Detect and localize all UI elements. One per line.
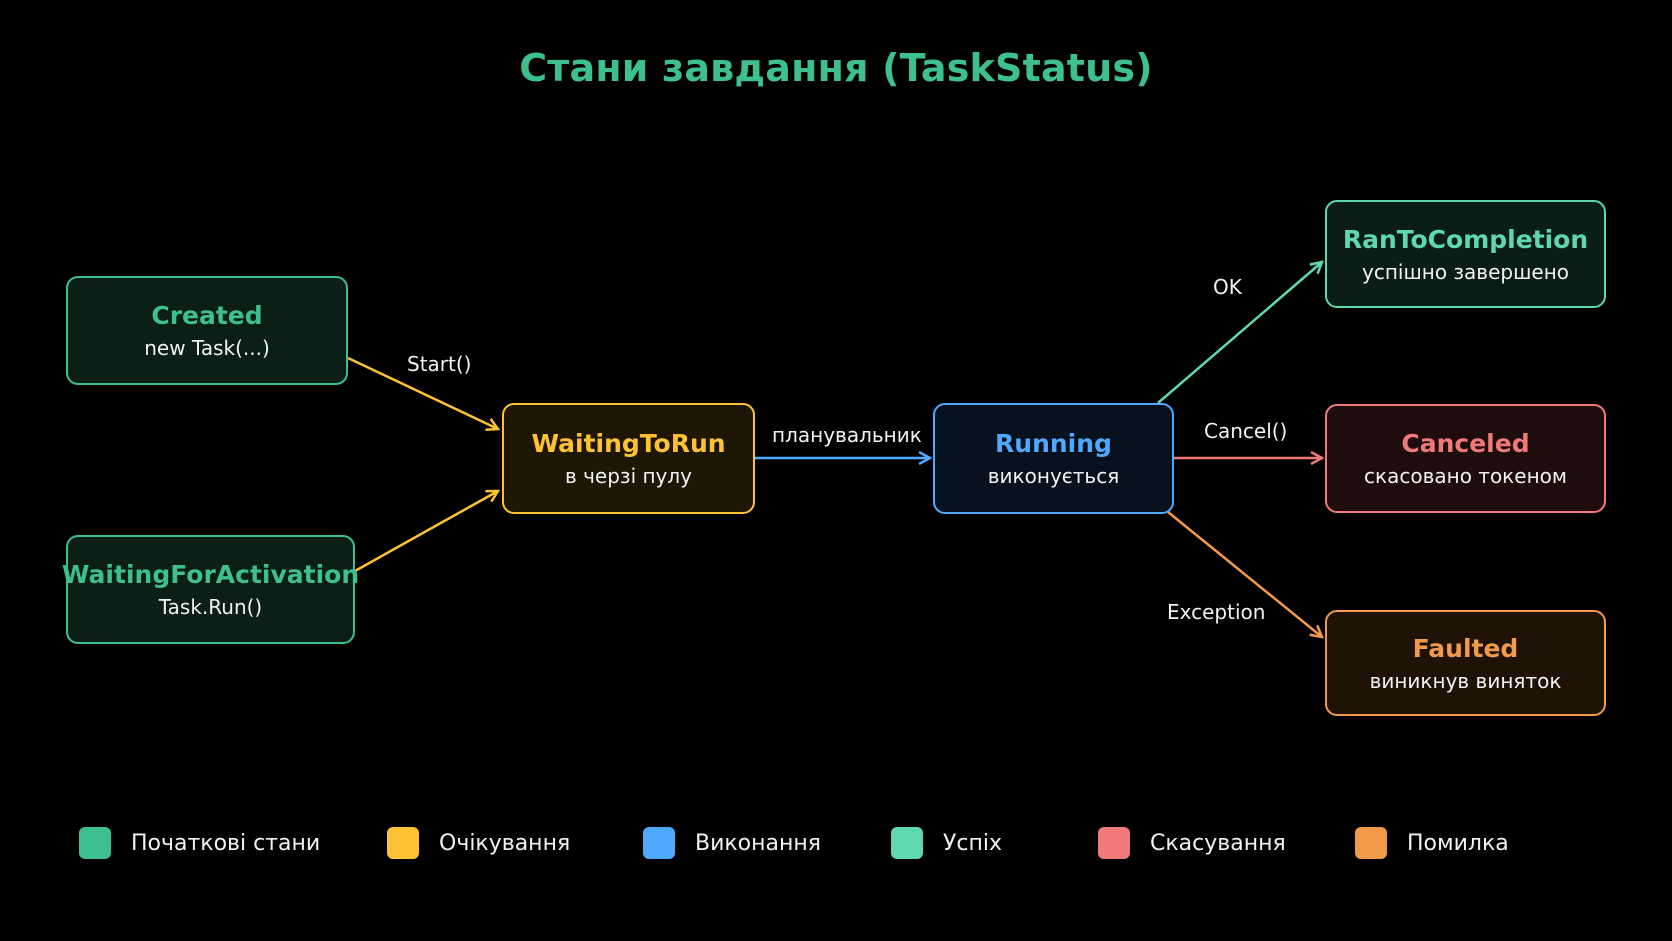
legend-item-success: Успіх [891, 823, 1002, 863]
diagram-title: Стани завдання (TaskStatus) [519, 46, 1153, 90]
arrow-running-to-faulted [1167, 511, 1322, 637]
edge-label-start: Start() [407, 352, 472, 376]
state-canceled-subtitle: скасовано токеном [1364, 464, 1567, 488]
arrow-waitingforactivation-to-waitingtorun [354, 491, 498, 573]
state-waiting-for-activation: WaitingForActivation Task.Run() [62, 535, 359, 644]
legend-item-canceled: Скасування [1098, 823, 1286, 863]
legend-swatch-success [891, 827, 923, 859]
legend-swatch-faulted [1355, 827, 1387, 859]
legend: Початкові стани Очікування Виконання Усп… [0, 823, 1672, 863]
state-faulted-title: Faulted [1412, 633, 1519, 663]
state-waiting-to-run: WaitingToRun в черзі пулу [502, 403, 755, 514]
state-created-subtitle: new Task(...) [144, 336, 270, 360]
state-faulted: Faulted виникнув виняток [1325, 610, 1606, 716]
state-created-title: Created [151, 301, 263, 330]
state-running-subtitle: виконується [987, 464, 1120, 488]
edge-label-ok: OK [1213, 275, 1242, 299]
legend-label-running: Виконання [695, 830, 822, 856]
state-created: Created new Task(...) [66, 276, 348, 385]
state-ran-to-completion-title: RanToCompletion [1342, 224, 1589, 254]
arrow-running-to-rantocompletion [1157, 262, 1322, 404]
state-waiting-to-run-subtitle: в черзі пулу [564, 464, 693, 488]
state-ran-to-completion: RanToCompletion успішно завершено [1325, 200, 1606, 308]
arrow-created-to-waitingtorun [347, 356, 498, 429]
state-ran-to-completion-subtitle: успішно завершено [1361, 259, 1570, 284]
edge-label-scheduler: планувальник [772, 423, 922, 447]
legend-swatch-waiting [387, 827, 419, 859]
legend-item-waiting: Очікування [387, 823, 570, 863]
legend-label-faulted: Помилка [1407, 830, 1509, 856]
state-running: Running виконується [933, 403, 1174, 514]
legend-item-running: Виконання [643, 823, 821, 863]
state-canceled: Canceled скасовано токеном [1325, 404, 1606, 513]
state-canceled-title: Canceled [1401, 429, 1530, 458]
edge-label-exception: Exception [1167, 600, 1266, 624]
legend-label-success: Успіх [943, 830, 1003, 856]
edge-label-cancel: Cancel() [1204, 419, 1288, 443]
legend-swatch-running [643, 827, 675, 859]
legend-item-faulted: Помилка [1355, 823, 1509, 863]
legend-item-initial: Початкові стани [79, 823, 320, 863]
legend-label-canceled: Скасування [1150, 830, 1286, 856]
state-waiting-for-activation-subtitle: Task.Run() [158, 595, 263, 619]
legend-label-waiting: Очікування [439, 830, 571, 856]
legend-swatch-initial [79, 827, 111, 859]
legend-swatch-canceled [1098, 827, 1130, 859]
state-waiting-for-activation-title: WaitingForActivation [61, 560, 360, 589]
state-faulted-subtitle: виникнув виняток [1369, 668, 1562, 693]
legend-label-initial: Початкові стани [131, 830, 321, 856]
state-running-title: Running [995, 429, 1112, 458]
state-waiting-to-run-title: WaitingToRun [531, 429, 726, 458]
